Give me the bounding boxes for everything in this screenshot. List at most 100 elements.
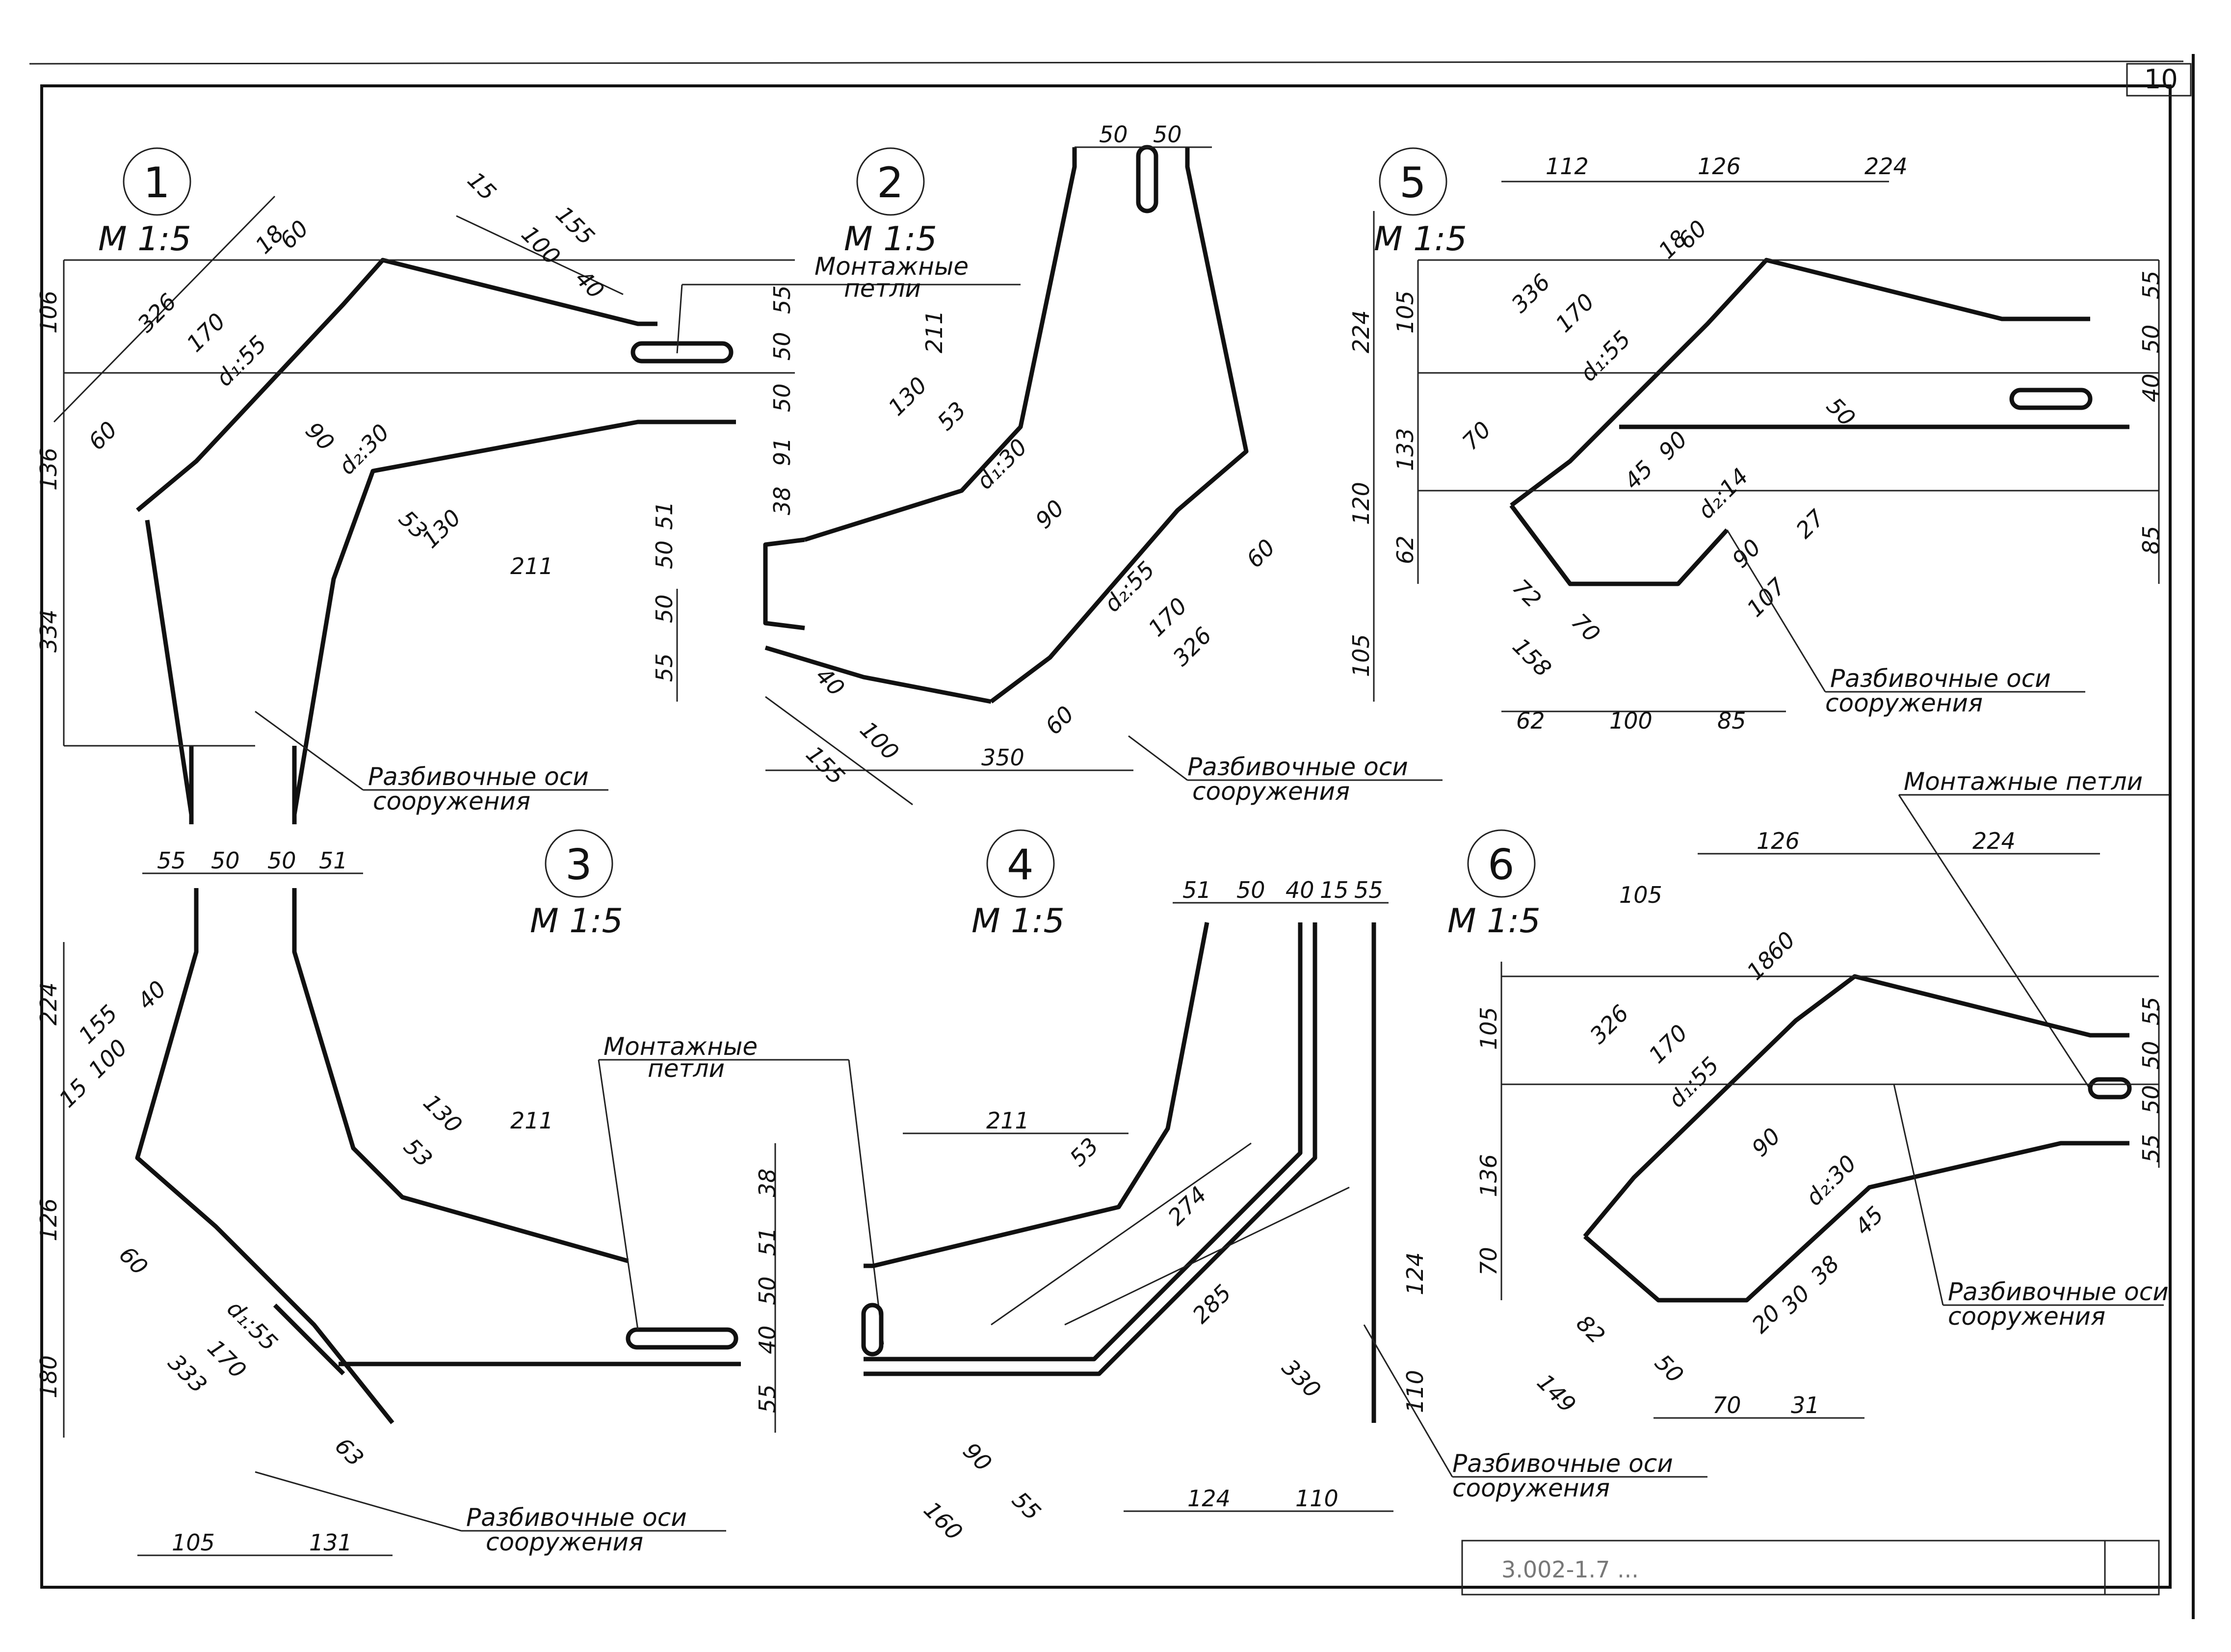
detail-6-outline-upper [1583,974,2129,1238]
detail-2-dim-155: 155 [801,741,850,790]
detail-1-loops-leader [676,284,683,354]
detail-2-axes-label-1: Разбивочные оси [1187,753,1408,781]
detail-5-number-circle [1379,147,1447,216]
detail-4-dim-211: 211 [986,1107,1029,1134]
detail-3-outline-inner [273,1303,345,1376]
detail-3-dim-126: 126 [35,1198,62,1241]
detail-1-number: 1 [143,158,170,208]
detail-1-dim-136: 136 [35,447,62,491]
mounting-loops-label-top-2: петли [844,274,921,303]
detail-5-dim-224: 224 [1864,153,1908,180]
detail-5-dim-336: 336 [1506,269,1555,318]
detail-3-dim-55b: 55 [754,1384,781,1413]
detail-2-number: 2 [877,158,904,208]
detail-1-dim-15: 15 [462,167,501,206]
detail-1-scale: М 1:5 [98,220,191,259]
detail-5-dim-133: 133 [1392,428,1418,471]
detail-1-dim-106: 106 [35,290,62,334]
detail-5-dim-70: 70 [1457,416,1496,455]
detail-2-dim-130: 130 [883,372,932,421]
detail-2-dim-50d: 50 [651,594,678,623]
detail-5-axes-label-2: сооружения [1825,689,1983,717]
detail-1-number-circle [123,147,191,216]
detail-3-dim-40: 40 [132,975,172,1015]
detail-3-dim-60: 60 [114,1241,153,1281]
detail-3-dim-130: 130 [418,1089,467,1138]
detail-6-dim-170: 170 [1644,1020,1693,1069]
detail-3-dim-51: 51 [319,847,348,874]
detail-4-dim-110: 110 [1402,1370,1428,1413]
detail-3-dim-105: 105 [172,1529,215,1556]
detail-5-dim-45: 45 [1619,455,1658,495]
detail-2-dim-120: 120 [1348,482,1374,525]
detail-2-dim-50b: 50 [1153,121,1182,148]
detail-1-dim-50b: 50 [769,383,795,412]
detail-5-outline-upper [1510,258,2090,507]
detail-1-outline-lower [145,520,194,815]
detail-4-dim-53: 53 [1065,1132,1104,1172]
detail-5-dim-126: 126 [1698,153,1741,180]
detail-6-dim-90: 90 [1747,1123,1786,1162]
detail-2-outline-left [804,147,1077,542]
detail-2-dim-60: 60 [1241,534,1281,573]
detail-2-dim-60b: 60 [1040,701,1079,740]
detail-1-diag-dim-2 [456,215,624,295]
detail-3-axes-label-1: Разбивочные оси [466,1503,687,1532]
detail-2-dim-211: 211 [921,310,947,353]
detail-4-diag-dim-1 [991,1142,1252,1326]
detail-5-loop-slot [2009,388,2093,410]
stamp-box [1461,1540,2160,1596]
detail-3: 3 М 1:5 55 50 50 51 224 155 100 40 15 12… [35,829,781,1556]
detail-5-scale: М 1:5 [1374,220,1467,259]
detail-4-axes-label-2: сооружения [1452,1474,1610,1502]
detail-2-dim-55: 55 [651,653,678,682]
detail-3-dim-50c: 50 [754,1276,781,1305]
detail-1-leader-axes [255,710,364,791]
detail-1-diag-dim [53,195,276,423]
detail-3-dim-51b: 51 [754,1227,781,1256]
drawing-frame [40,84,2172,1589]
detail-2-dim-170: 170 [1143,593,1192,642]
detail-5-dim-62: 62 [1392,535,1418,564]
detail-2-hook [763,537,805,630]
detail-4-outline-bar-bottom [864,922,1317,1376]
detail-1-dim-155: 155 [551,201,600,250]
mounting-loops-mid-leader-1 [598,1059,639,1330]
detail-5-outline-lower [1509,504,1729,586]
detail-6-scale: М 1:5 [1447,902,1541,941]
detail-2-outline-right [990,147,1249,704]
detail-4-axes-leader [1363,1324,1453,1477]
detail-6: 6 М 1:5 126 224 105 326 170 60 18 105 13… [1447,828,2169,1419]
detail-6-dim-105: 105 [1619,882,1662,908]
detail-5-dim-85b: 85 [1717,708,1746,734]
detail-6-number-circle [1467,829,1536,898]
detail-4-dim-110b: 110 [1295,1485,1339,1512]
detail-5-dim-27: 27 [1791,504,1830,544]
detail-3-dim-50b: 50 [267,847,296,874]
detail-4-axes-label-1: Разбивочные оси [1452,1449,1673,1478]
detail-6-dim-82: 82 [1571,1310,1610,1349]
detail-1-dim-d1: d₁:55 [211,331,272,392]
detail-4-dim-160: 160 [919,1496,968,1546]
detail-3-number-circle [545,829,613,898]
detail-2-dim-50a: 50 [1099,121,1128,148]
detail-3-dim-53: 53 [398,1133,438,1173]
detail-2-dim-53: 53 [932,396,971,436]
detail-2-dim-51: 51 [651,501,678,530]
detail-3-scale: М 1:5 [530,902,623,941]
detail-4-dim-124: 124 [1402,1252,1428,1295]
detail-5-dim-90: 90 [1654,426,1693,465]
detail-6-dim-149: 149 [1532,1369,1581,1418]
detail-6-dim-45: 45 [1850,1201,1889,1240]
detail-2-dim-326: 326 [1168,622,1217,671]
detail-5-dim-100: 100 [1609,708,1653,734]
detail-1-loop-slot [630,341,734,364]
detail-1-axes-label-1: Разбивочные оси [368,762,589,791]
detail-1-dim-100: 100 [516,221,565,270]
detail-6-axes-label-1: Разбивочные оси [1948,1278,2169,1306]
detail-2-scale: М 1:5 [844,220,937,259]
detail-6-dim-20: 20 [1747,1299,1786,1338]
detail-2-dim-100: 100 [855,716,904,765]
detail-1-dim-91: 91 [769,437,795,466]
